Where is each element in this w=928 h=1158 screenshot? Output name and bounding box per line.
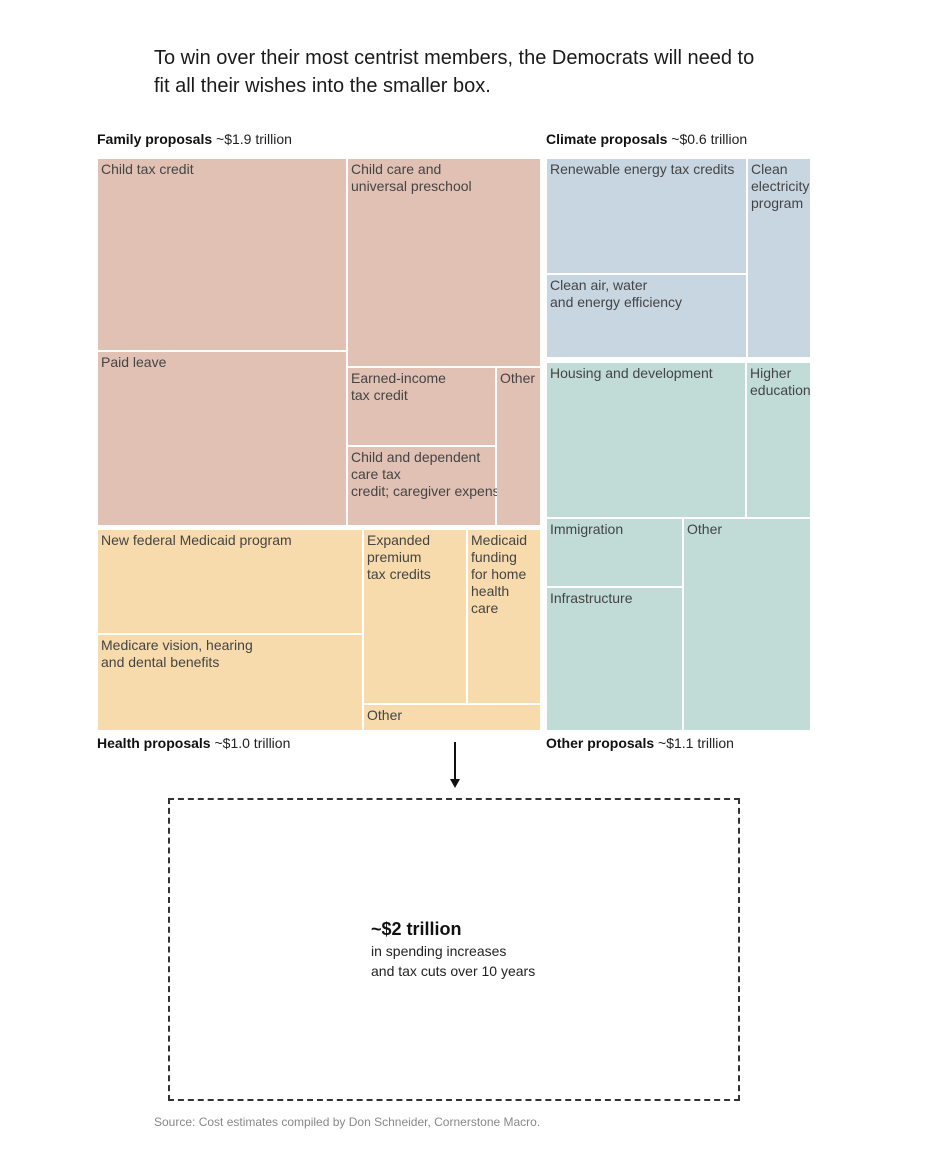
- target-dashed-box: [168, 798, 740, 1101]
- treemap-cell-other-housing-and-development: [547, 363, 745, 517]
- treemap-cell-family-child-care-and-universal-preschool: [348, 159, 540, 366]
- treemap-cell-family-paid-leave: [98, 352, 346, 525]
- treemap-label-other-other: Other: [687, 521, 722, 537]
- treemap-cell-family-other: [497, 368, 540, 525]
- source-note: Source: Cost estimates compiled by Don S…: [154, 1115, 541, 1129]
- total-amount: ~$2 trillion: [371, 919, 462, 939]
- treemap-cell-other-higher-education: [747, 363, 810, 517]
- treemap-label-family-child-tax-credit: Child tax credit: [101, 161, 194, 177]
- family-group-name: Family proposals: [97, 131, 213, 147]
- treemap-cell-other-other: [684, 519, 810, 730]
- climate-group-label: Climate proposals ~$0.6 trillion: [546, 131, 747, 147]
- treemap-cell-health-medicare-vision-hearing-and-dental-benefits: [98, 635, 362, 730]
- treemap-cell-health-new-federal-medicaid-program: [98, 530, 362, 633]
- family-group-value: ~$1.9 trillion: [216, 131, 292, 147]
- total-line-2: and tax cuts over 10 years: [371, 963, 536, 979]
- treemap-cell-climate-clean-air-water-and-energy-efficiency: [547, 275, 746, 357]
- total-annotation: ~$2 trillion in spending increases and t…: [371, 917, 535, 981]
- treemap-label-other-infrastructure: Infrastructure: [550, 590, 633, 606]
- health-group-value: ~$1.0 trillion: [214, 735, 291, 751]
- treemap-label-health-new-federal-medicaid-program: New federal Medicaid program: [101, 532, 292, 548]
- arrow-down-icon: [450, 779, 460, 788]
- intro-text: To win over their most centrist members,…: [154, 47, 755, 97]
- treemap-cell-health-medicaid-funding-for-home-health-care: [468, 530, 540, 703]
- treemap-label-other-immigration: Immigration: [550, 521, 623, 537]
- treemap-cell-family-child-and-dependent-care-tax-credit-caregiver-expenses: [348, 447, 495, 525]
- treemap-cell-family-earned-income-tax-credit: [348, 368, 495, 445]
- health-group-name: Health proposals: [97, 735, 211, 751]
- total-line-1: in spending increases: [371, 943, 507, 959]
- treemap-label-health-other: Other: [367, 707, 402, 723]
- other-group-label: Other proposals ~$1.1 trillion: [546, 735, 734, 751]
- treemap-cell-other-immigration: [547, 519, 682, 586]
- arrow-line: [454, 742, 456, 780]
- treemap-cell-climate-clean-electricity-program: [748, 159, 810, 357]
- climate-group-name: Climate proposals: [546, 131, 668, 147]
- treemap-cell-other-infrastructure: [547, 588, 682, 730]
- health-group-label: Health proposals ~$1.0 trillion: [97, 735, 290, 751]
- treemap-label-other-housing-and-development: Housing and development: [550, 365, 713, 381]
- family-group-label: Family proposals ~$1.9 trillion: [97, 131, 292, 147]
- climate-group-value: ~$0.6 trillion: [671, 131, 748, 147]
- treemap-cell-family-child-tax-credit: [98, 159, 346, 350]
- treemap-cell-health-expanded-premium-tax-credits: [364, 530, 466, 703]
- treemap-label-family-other: Other: [500, 370, 535, 386]
- other-group-value: ~$1.1 trillion: [658, 735, 734, 751]
- treemap-cell-health-other: [364, 705, 540, 730]
- treemap-label-family-paid-leave: Paid leave: [101, 354, 167, 370]
- treemap-label-climate-renewable-energy-tax-credits: Renewable energy tax credits: [550, 161, 734, 177]
- other-group-name: Other proposals: [546, 735, 655, 751]
- treemap-cell-climate-renewable-energy-tax-credits: [547, 159, 746, 273]
